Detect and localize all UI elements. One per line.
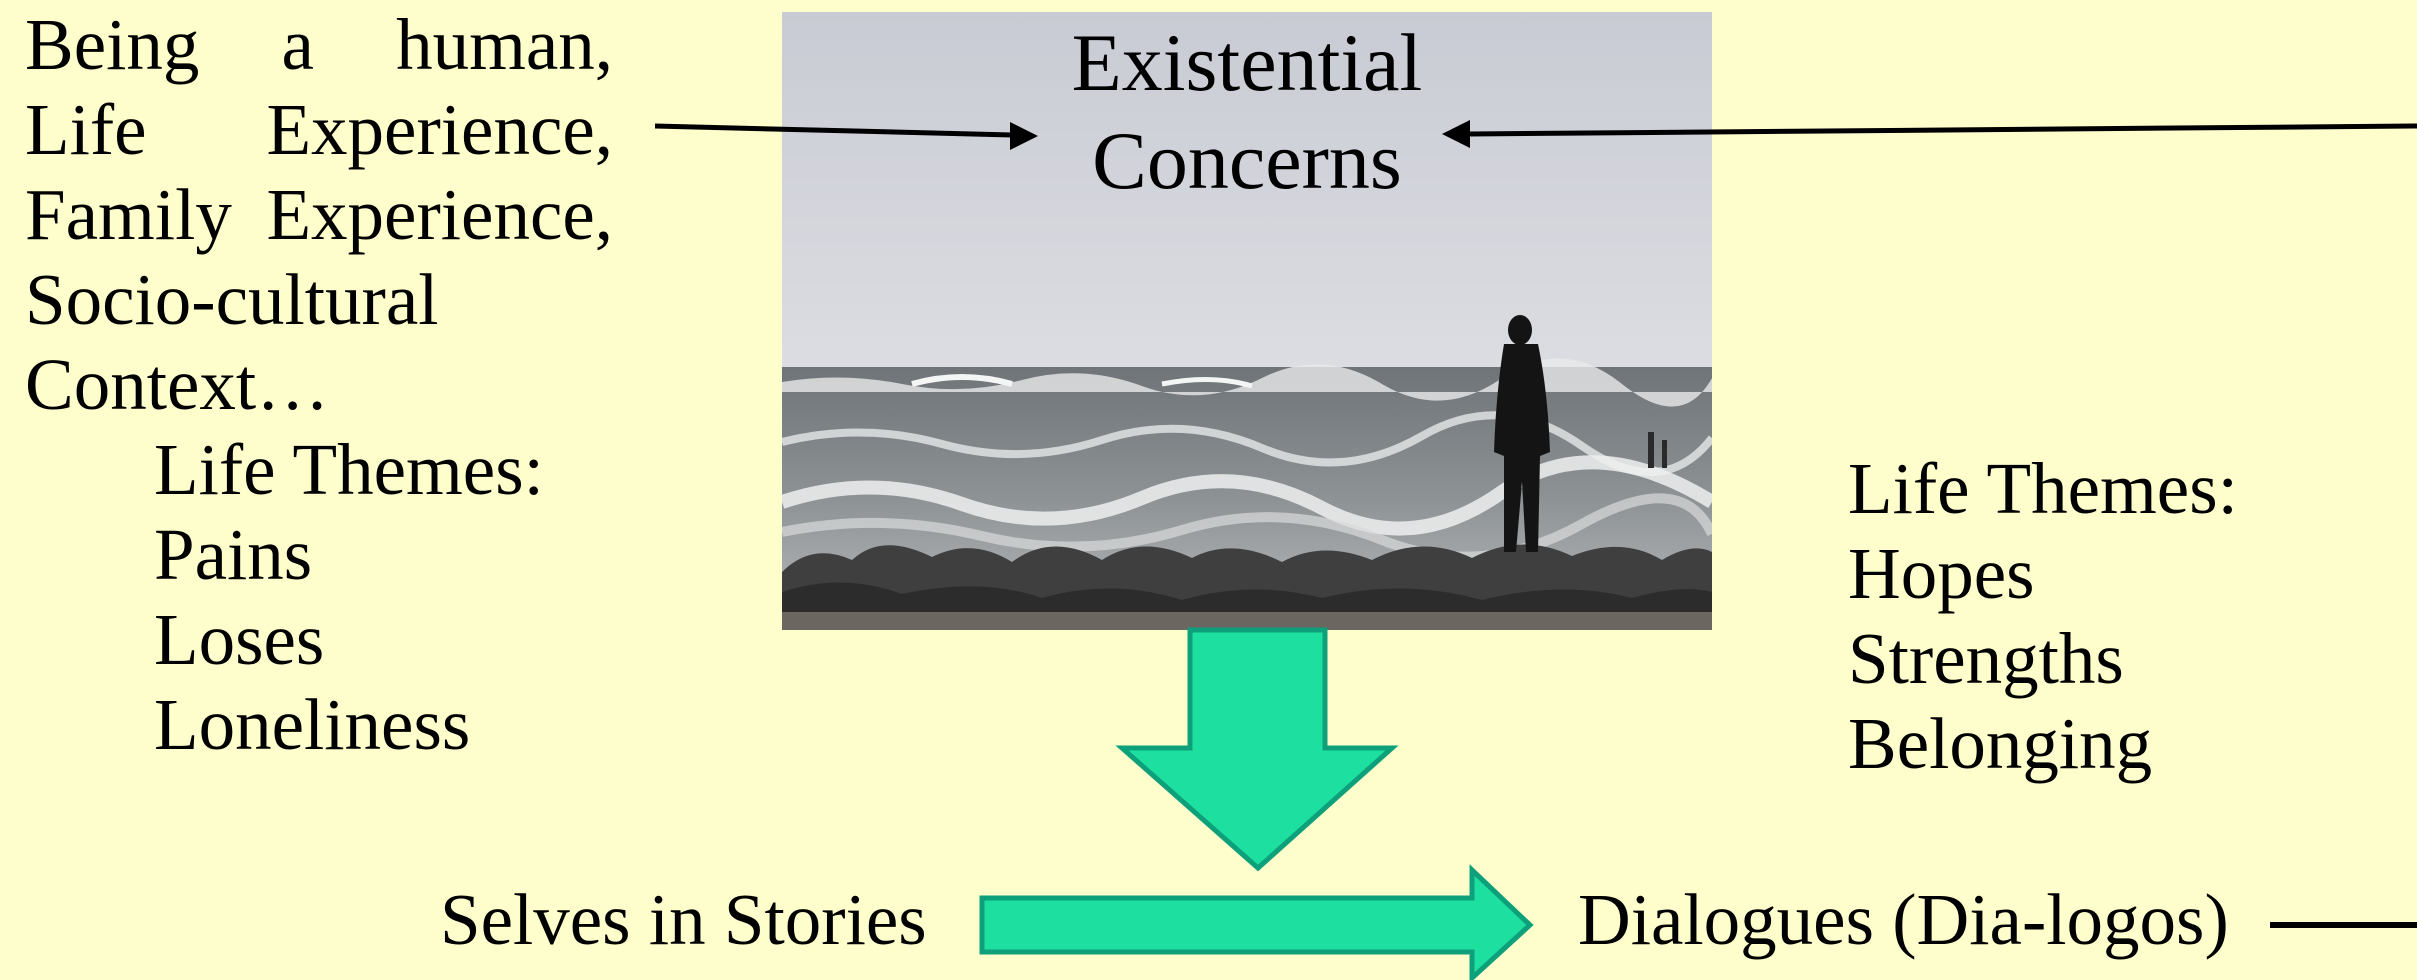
left-themes-heading: Life Themes: xyxy=(154,429,544,510)
left-theme-item: Loneliness xyxy=(154,684,471,765)
title-line-1: Existential xyxy=(1071,17,1423,108)
context-line-4: Socio-cultural xyxy=(25,257,613,342)
right-theme-item: Hopes xyxy=(1848,533,2035,614)
existential-concerns-title: Existential Concerns xyxy=(782,14,1712,210)
left-theme-item: Pains xyxy=(154,514,313,595)
context-paragraph: Being a human, Life Experience, Family E… xyxy=(25,2,613,427)
context-line-2: Life Experience, xyxy=(25,87,613,172)
context-line-3: Family Experience, xyxy=(25,172,613,257)
right-theme-item: Belonging xyxy=(1848,703,2153,784)
left-life-themes: Life Themes: Pains Loses Loneliness xyxy=(154,427,544,767)
context-line-5: Context… xyxy=(25,342,613,427)
left-arrow xyxy=(654,122,1038,150)
context-word: Being xyxy=(25,4,200,85)
context-word: human, xyxy=(396,4,613,85)
right-arrowhead-icon xyxy=(1442,120,1470,148)
context-word: Socio-cultural xyxy=(25,259,439,340)
down-block-arrow-icon xyxy=(1115,627,1399,872)
context-line-1: Being a human, xyxy=(25,2,613,87)
title-line-2: Concerns xyxy=(1092,115,1402,206)
right-block-arrow-icon xyxy=(979,864,1534,980)
context-word: a xyxy=(281,4,314,85)
seaside-photo-image xyxy=(782,12,1712,630)
selves-in-stories-label: Selves in Stories xyxy=(440,879,927,960)
right-arrow xyxy=(1442,120,2417,148)
seaside-photo xyxy=(782,12,1712,630)
left-arrowhead-icon xyxy=(1010,122,1038,150)
right-themes-heading: Life Themes: xyxy=(1848,448,2238,529)
left-theme-item: Loses xyxy=(154,599,325,680)
context-word: Family xyxy=(25,174,232,255)
context-word: Experience, xyxy=(266,89,613,170)
context-word: Life xyxy=(25,89,147,170)
context-word: Context… xyxy=(25,344,330,425)
context-word: Experience, xyxy=(266,174,613,255)
right-life-themes: Life Themes: Hopes Strengths Belonging xyxy=(1848,446,2238,786)
right-theme-item: Strengths xyxy=(1848,618,2124,699)
dialogues-label: Dialogues (Dia-logos) xyxy=(1578,879,2229,960)
